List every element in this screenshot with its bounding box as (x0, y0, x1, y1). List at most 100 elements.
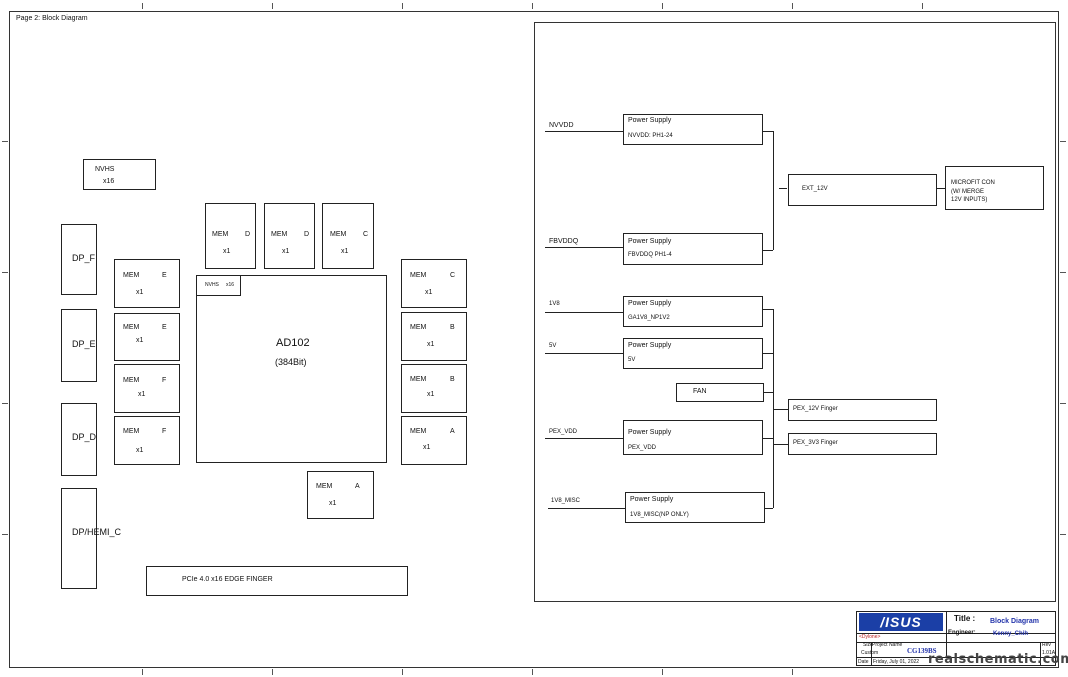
rev-label: Rev (1042, 642, 1051, 648)
connector-line (779, 188, 787, 189)
frame-tick (2, 403, 8, 404)
mem-label: MEM (410, 376, 427, 383)
mem-count: x1 (423, 444, 431, 451)
dp-hdmi-port-c[interactable]: DP/HEMI_C (61, 488, 121, 589)
net-label: NVVDD (549, 122, 574, 129)
mem-label: MEM (410, 428, 427, 435)
connector-line (773, 409, 788, 410)
nvhs-block[interactable]: NVHS x16 (83, 159, 156, 190)
power-supply-5v[interactable]: Power Supply 5V (623, 338, 763, 369)
mem-channel: A (355, 483, 360, 490)
mem-right-3[interactable]: MEM B x1 (401, 364, 467, 413)
mem-right-1[interactable]: MEM C x1 (401, 259, 467, 308)
title-block-divider (1040, 642, 1041, 666)
mem-top-3[interactable]: MEM C x1 (322, 203, 374, 269)
dp-port-f[interactable]: DP_F (61, 224, 97, 295)
title-block-divider (946, 612, 947, 657)
mem-left-1[interactable]: MEM E x1 (114, 259, 180, 308)
title-block-divider (857, 642, 1056, 643)
dp-port-label: DP_D (72, 432, 97, 442)
net-label: FBVDDQ (549, 238, 579, 245)
mem-left-2[interactable]: MEM E x1 (114, 313, 180, 361)
power-supply-title: Power Supply (628, 238, 672, 245)
gpu-ad102[interactable]: NVHS x16 AD102 (384Bit) (196, 275, 387, 463)
nvhs-width: x16 (103, 178, 115, 185)
net-line (545, 247, 623, 248)
mem-label: MEM (410, 324, 427, 331)
mem-bottom[interactable]: MEM A x1 (307, 471, 374, 519)
mem-label: MEM (330, 231, 347, 238)
title-value: Block Diagram (990, 618, 1040, 625)
mem-channel: F (162, 377, 167, 384)
engineer-value: Kenny_Chih (993, 631, 1029, 637)
mem-top-1[interactable]: MEM D x1 (205, 203, 256, 269)
frame-tick (532, 3, 533, 9)
page-title: Page 2: Block Diagram (16, 15, 88, 22)
power-supply-1v8[interactable]: Power Supply GA1V8_NP1V2 (623, 296, 763, 327)
net-line (545, 312, 623, 313)
net-line (545, 438, 623, 439)
mem-count: x1 (136, 337, 144, 344)
gpu-nvhs-tag: NVHS x16 (196, 275, 241, 296)
power-supply-1v8-misc[interactable]: Power Supply 1V8_MISC(NP ONLY) (625, 492, 765, 523)
nvhs-label: NVHS (95, 166, 115, 173)
power-supply-title: Power Supply (628, 342, 672, 349)
fan-block[interactable]: FAN (676, 383, 764, 402)
mem-left-3[interactable]: MEM F x1 (114, 364, 180, 413)
dp-port-d[interactable]: DP_D (61, 403, 97, 476)
net-line (545, 131, 623, 132)
power-supply-sub: FBVDDQ PH1-4 (628, 252, 672, 258)
frame-tick (792, 3, 793, 9)
dp-port-label: DP_E (72, 339, 96, 349)
mem-channel: A (450, 428, 455, 435)
power-supply-fbvddq[interactable]: Power Supply FBVDDQ PH1-4 (623, 233, 763, 265)
connector-line (764, 392, 773, 393)
microfit-line-2: (W/ MERGE (951, 189, 984, 195)
pex-12v-finger[interactable]: PEX_12V Finger (788, 399, 937, 421)
mem-right-2[interactable]: MEM B x1 (401, 312, 467, 361)
microfit-connector[interactable]: MICROFIT CON (W/ MERGE 12V INPUTS) (945, 166, 1044, 210)
mem-top-2[interactable]: MEM D x1 (264, 203, 315, 269)
mem-label: MEM (410, 272, 427, 279)
frame-tick (662, 669, 663, 675)
power-supply-title: Power Supply (628, 117, 672, 124)
asus-logo: /ISUS (859, 613, 943, 631)
connector-line (763, 250, 773, 251)
connector-line (763, 309, 773, 310)
gpu-bus-width: (384Bit) (275, 357, 307, 367)
title-block-divider (871, 642, 872, 666)
mem-left-4[interactable]: MEM F x1 (114, 416, 180, 465)
power-tree-panel (534, 22, 1056, 602)
pex-3v3-finger[interactable]: PEX_3V3 Finger (788, 433, 937, 455)
frame-tick (2, 141, 8, 142)
dp-port-e[interactable]: DP_E (61, 309, 97, 382)
mem-label: MEM (212, 231, 229, 238)
mem-label: MEM (123, 428, 140, 435)
power-supply-pex-vdd[interactable]: Power Supply PEX_VDD (623, 420, 763, 455)
ext-12v-rail[interactable]: EXT_12V (788, 174, 937, 206)
power-supply-nvvdd[interactable]: Power Supply NVVDD: PH1-24 (623, 114, 763, 145)
net-label: 5V (549, 343, 557, 349)
mem-count: x1 (427, 341, 435, 348)
pcie-edge-finger[interactable]: PCIe 4.0 x16 EDGE FINGER (146, 566, 408, 596)
mem-count: x1 (136, 289, 144, 296)
title-block-divider (857, 657, 1056, 658)
microfit-line-3: 12V INPUTS) (951, 197, 988, 203)
mem-count: x1 (341, 248, 349, 255)
power-supply-title: Power Supply (628, 429, 672, 436)
mem-channel: D (245, 231, 251, 238)
net-label: 1V8 (549, 301, 560, 307)
net-label: 1V8_MISC (551, 498, 581, 504)
power-supply-sub: NVVDD: PH1-24 (628, 133, 673, 139)
connector-line (937, 188, 945, 189)
customer-label: <Dylone> (859, 634, 881, 640)
mem-channel: C (363, 231, 369, 238)
frame-tick (662, 3, 663, 9)
mem-right-4[interactable]: MEM A x1 (401, 416, 467, 465)
mem-channel: C (450, 272, 456, 279)
rev-value: 1.01A (1042, 650, 1056, 656)
net-line (545, 353, 623, 354)
connector-line (763, 438, 773, 439)
mem-count: x1 (427, 391, 435, 398)
pex-12v-label: PEX_12V Finger (793, 406, 838, 412)
